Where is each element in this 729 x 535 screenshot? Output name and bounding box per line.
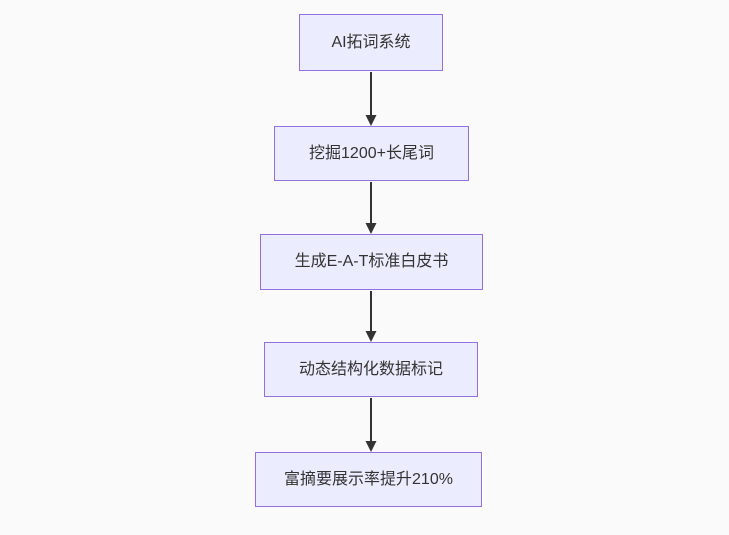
arrow-node3-node4 — [365, 291, 377, 342]
arrow-node4-node5 — [365, 398, 377, 452]
flow-node-label: 挖掘1200+长尾词 — [309, 144, 434, 162]
flow-node-label: AI拓词系统 — [331, 33, 411, 51]
flow-node-label: 富摘要展示率提升210% — [284, 470, 453, 488]
arrow-node2-node3 — [365, 182, 377, 234]
flow-node-ai-keyword-system: AI拓词系统 — [299, 14, 443, 71]
flow-node-longtail-mining: 挖掘1200+长尾词 — [274, 126, 469, 181]
flow-node-label: 生成E-A-T标准白皮书 — [294, 253, 449, 271]
flow-node-rich-snippet-boost: 富摘要展示率提升210% — [255, 452, 482, 507]
arrow-node1-node2 — [365, 72, 377, 126]
flow-node-eat-whitepaper: 生成E-A-T标准白皮书 — [260, 234, 483, 290]
flow-node-label: 动态结构化数据标记 — [298, 360, 443, 378]
flow-node-structured-data: 动态结构化数据标记 — [264, 342, 478, 397]
